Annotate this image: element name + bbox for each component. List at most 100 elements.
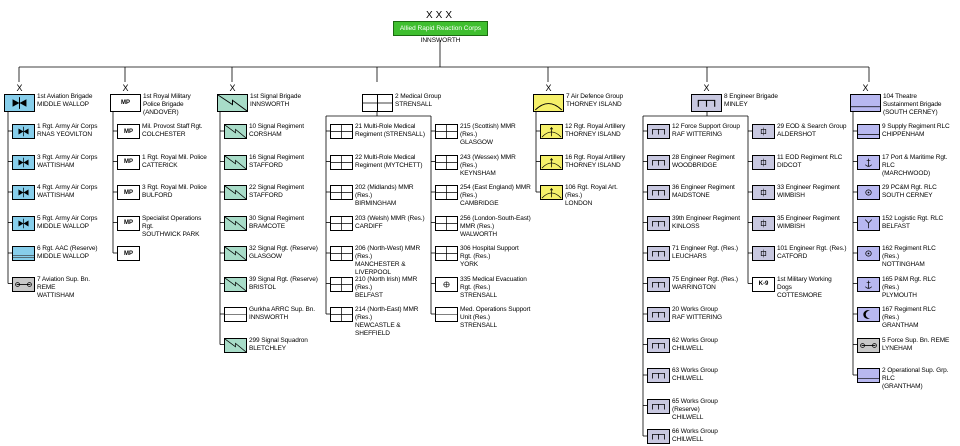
- subunit: Gurkha ARRC Sup. Bn.INNSWORTH: [224, 306, 320, 322]
- unit-label: 32 Signal Rgt. (Reserve)GLASGOW: [249, 245, 318, 261]
- unit-label: 65 Works Group (Reserve)CHILWELL: [672, 398, 743, 422]
- unit-name: 17 Port & Maritime Rgt. RLC: [882, 153, 948, 169]
- unit-location: CAMBRIDGE: [460, 200, 499, 207]
- subunit: MP: [117, 245, 213, 261]
- unit-location: INNSWORTH: [249, 314, 289, 321]
- subunit: 215 (Scottish) MMR (Res.)GLASGOW: [435, 123, 531, 147]
- unit-name: 101 Engineer Rgt. (Res.): [777, 245, 847, 252]
- unit-name: 202 (Midlands) MMR (Res.): [355, 184, 414, 199]
- unit-label: 106 Rgt. Royal Art. (Res.)LONDON: [565, 184, 636, 208]
- unit-location: STAFFORD: [249, 161, 283, 169]
- medical-icon: [330, 154, 353, 170]
- unit-label: 1st Royal Military Police Brigade (ANDOV…: [143, 93, 206, 117]
- unit-location: WATTISHAM: [37, 291, 75, 299]
- unit-name: 167 Regiment RLC (Res.): [882, 306, 936, 321]
- engineer-icon: [647, 368, 670, 383]
- engineer-icon: [647, 185, 670, 200]
- mp-icon: MP: [110, 94, 141, 112]
- subunit: 32 Signal Rgt. (Reserve)GLASGOW: [224, 245, 320, 261]
- subunit: 243 (Wessex) MMR (Res.)KEYNSHAM: [435, 154, 531, 178]
- unit-location: CARDIFF: [355, 222, 383, 230]
- unit-name: 206 (North-West) MMR (Res.): [355, 245, 421, 260]
- unit-location: LYNEHAM: [882, 344, 913, 352]
- unit-name: 254 (East England) MMR (Res.): [460, 184, 531, 199]
- unit-name: 165 P&M Rgt. RLC (Res.): [882, 275, 936, 291]
- unit-name: 3 Rgt. Army Air Corps: [37, 153, 98, 161]
- unit-label: 306 Hospital Support Rgt. (Res.)YORK: [460, 245, 531, 269]
- unit-name: 1st Royal Military Police Brigade (ANDOV…: [143, 93, 191, 116]
- unit-location: GRANTHAM: [882, 322, 919, 329]
- moon-icon: [857, 307, 880, 322]
- medical-icon: [330, 276, 353, 292]
- unit-location: BELFAST: [882, 222, 910, 230]
- unit-label: 75 Engineer Rgt. (Res.)WARRINGTON: [672, 276, 738, 292]
- unit-name: 39 Signal Rgt. (Reserve): [249, 275, 318, 283]
- unit-location: WALWORTH: [460, 230, 497, 238]
- unit-location: WIMBISH: [777, 192, 805, 199]
- unit-location: RAF WITTERING: [672, 314, 722, 321]
- k9-icon: K-9: [752, 276, 775, 292]
- unit-label: 214 (North-East) MMR (Res.)NEWCASTLE & S…: [355, 306, 426, 338]
- subunit: 65 Works Group (Reserve)CHILWELL: [647, 398, 743, 422]
- eod-icon: [752, 215, 775, 231]
- unit-location: MIDDLE WALLOP: [37, 253, 89, 260]
- unit-name: 4 Rgt. Army Air Corps: [37, 184, 98, 191]
- unit-label: 104 Theatre Sustainment Brigade (SOUTH C…: [883, 93, 946, 117]
- airdef-missile-icon: [540, 185, 563, 200]
- subunit: 206 (North-West) MMR (Res.)MANCHESTER & …: [330, 245, 426, 277]
- unit-label: 210 (North Irish) MMR (Res.)BELFAST: [355, 276, 426, 300]
- engineer-icon: [647, 398, 670, 414]
- unit-name: 5 Force Sup. Bn. REME: [882, 336, 950, 344]
- engineer-icon: [647, 276, 670, 292]
- unit-name: 33 Engineer Regiment: [777, 184, 840, 191]
- unit-name: 32 Signal Rgt. (Reserve): [249, 245, 318, 252]
- engineer-icon: [647, 246, 670, 261]
- aviation-bowtie-icon: [12, 215, 35, 231]
- subunit: 6 Rgt. AAC (Reserve)MIDDLE WALLOP: [12, 245, 108, 261]
- subunit: 306 Hospital Support Rgt. (Res.)YORK: [435, 245, 531, 269]
- engineer-icon: [647, 429, 670, 444]
- unit-location: MAIDSTONE: [672, 192, 710, 199]
- unit-label: 256 (London-South-East) MMR (Res.)WALWOR…: [460, 215, 531, 239]
- unit-name: 16 Rgt. Royal Artillery: [565, 153, 626, 161]
- unit-label: 17 Port & Maritime Rgt. RLC(MARCHWOOD): [882, 154, 953, 178]
- eod-icon: [752, 185, 775, 200]
- unit-location: BULFORD: [142, 192, 173, 199]
- subunit: 202 (Midlands) MMR (Res.)BIRMINGHAM: [330, 184, 426, 208]
- unit-name: 104 Theatre Sustainment Brigade (SOUTH C…: [883, 93, 942, 116]
- hq-unit: XXX Allied Rapid Reaction Corps INNSWORT…: [393, 11, 488, 44]
- unit-location: GLASGOW: [249, 253, 282, 260]
- unit-name: 7 Aviation Sup. Bn. REME: [37, 275, 90, 291]
- unit-name: 16 Signal Regiment: [249, 153, 304, 161]
- aviation-bowtie-icon: [12, 185, 35, 200]
- unit-location: KEYNSHAM: [460, 169, 496, 177]
- unit-location: STRENSALL: [460, 291, 498, 299]
- unit-label: 202 (Midlands) MMR (Res.)BIRMINGHAM: [355, 184, 426, 208]
- medical-icon: [362, 94, 393, 112]
- echelon-marker: X: [703, 83, 710, 93]
- unit-name: 1st Aviation Brigade: [37, 93, 93, 100]
- unit-location: NEWCASTLE & SHEFFIELD: [355, 322, 401, 337]
